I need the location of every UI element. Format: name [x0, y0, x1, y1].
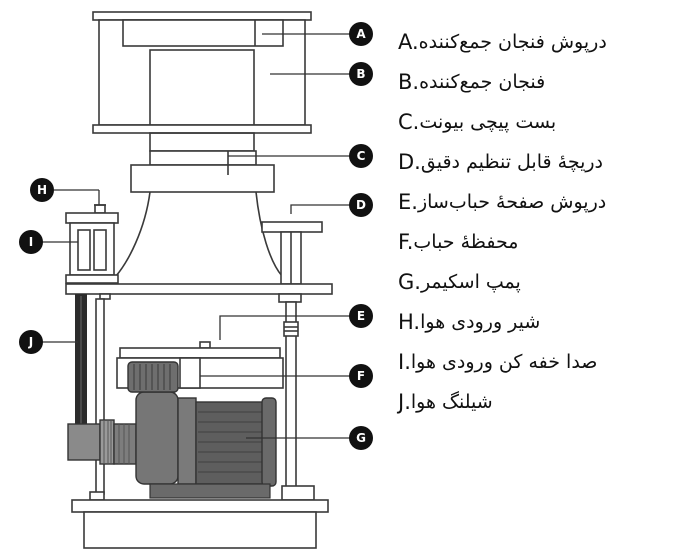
callout-h: H: [30, 178, 54, 202]
legend-item-h: H. شیر ورودی هوا: [398, 302, 668, 342]
air-inlet-valve: [94, 204, 106, 214]
svg-text:D: D: [356, 198, 366, 212]
svg-text:E: E: [357, 309, 365, 323]
bubble-plate-cover: [119, 341, 281, 359]
collection-cup: [92, 49, 312, 152]
svg-text:F: F: [357, 369, 365, 383]
legend-letter: D.: [398, 150, 421, 174]
svg-text:H: H: [37, 183, 47, 197]
legend-item-c: C. بست پیچی بیونت: [398, 102, 668, 142]
callout-d: D: [349, 193, 373, 217]
svg-text:C: C: [357, 149, 366, 163]
legend-item-g: G. پمپ اسکیمر: [398, 262, 668, 302]
callout-g: G: [349, 426, 373, 450]
legend-item-i: I. صدا خفه کن ورودی هوا: [398, 342, 668, 382]
legend-item-f: F. محفظهٔ حباب: [398, 222, 668, 262]
legend-letter: J.: [398, 390, 411, 414]
skimmer-pump: [67, 361, 277, 499]
legend-label: فنجان جمع‌کننده: [419, 71, 546, 93]
legend-label: درپوش صفحهٔ حباب‌ساز: [417, 191, 607, 213]
callout-a: A: [349, 22, 373, 46]
legend-label: صدا خفه کن ورودی هوا: [410, 351, 598, 373]
legend-label: محفظهٔ حباب: [413, 231, 519, 253]
leader-lines: [42, 33, 360, 439]
legend-letter: A.: [398, 30, 419, 54]
legend-label: درپوش فنجان جمع‌کننده: [418, 31, 607, 53]
legend-item-d: D. دریچهٔ قابل تنظیم دقیق: [398, 142, 668, 182]
legend-label: پمپ اسکیمر: [420, 271, 521, 293]
air-inlet-silencer: [65, 212, 119, 284]
air-hose: [75, 294, 87, 430]
legend-letter: I.: [398, 350, 411, 374]
callout-c: C: [349, 144, 373, 168]
legend-letter: E.: [398, 190, 418, 214]
adjustment-rod: [283, 301, 299, 493]
callout-j: J: [19, 330, 43, 354]
legend-letter: B.: [398, 70, 420, 94]
skimmer-base: [71, 485, 329, 549]
legend-item-a: A. درپوش فنجان جمع‌کننده: [398, 22, 668, 62]
svg-text:G: G: [356, 431, 366, 445]
reaction-body: [115, 191, 283, 277]
callout-e: E: [349, 304, 373, 328]
callout-f: F: [349, 364, 373, 388]
parts-legend: A. درپوش فنجان جمع‌کننده B. فنجان جمع‌کن…: [398, 22, 668, 422]
svg-text:I: I: [29, 235, 33, 249]
legend-item-b: B. فنجان جمع‌کننده: [398, 62, 668, 102]
deck-plate: [65, 283, 333, 303]
legend-letter: H.: [398, 310, 421, 334]
legend-letter: C.: [398, 110, 420, 134]
legend-label: بست پیچی بیونت: [419, 111, 557, 133]
svg-text:A: A: [356, 27, 366, 41]
fine-adjustment-valve: [261, 221, 323, 285]
callout-i: I: [19, 230, 43, 254]
legend-letter: F.: [398, 230, 414, 254]
bayonet-ring: [130, 150, 275, 193]
svg-text:B: B: [356, 67, 365, 81]
legend-label: شیلنگ هوا: [410, 391, 493, 413]
legend-item-e: E. درپوش صفحهٔ حباب‌ساز: [398, 182, 668, 222]
legend-label: شیر ورودی هوا: [420, 311, 541, 333]
legend-label: دریچهٔ قابل تنظیم دقیق: [420, 151, 604, 173]
legend-item-j: J. شیلنگ هوا: [398, 382, 668, 422]
svg-text:J: J: [28, 335, 33, 349]
legend-letter: G.: [398, 270, 421, 294]
callout-b: B: [349, 62, 373, 86]
